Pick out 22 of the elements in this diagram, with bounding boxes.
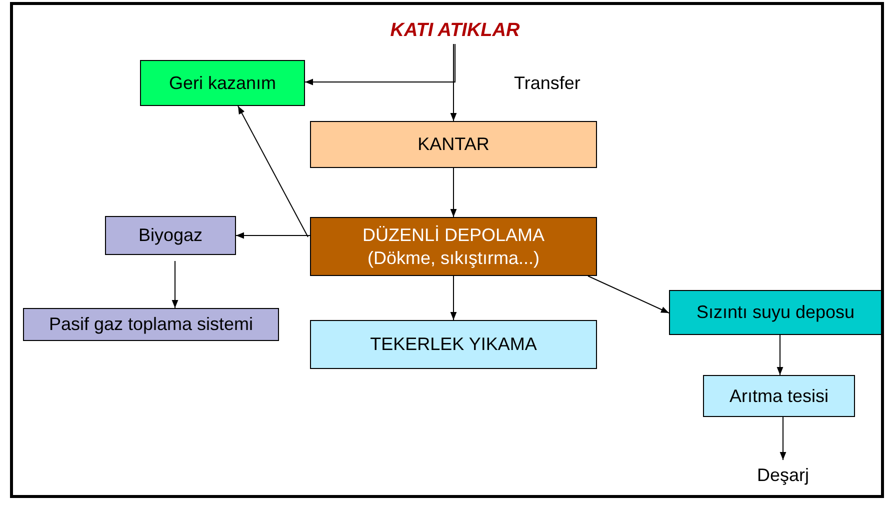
process-box: TEKERLEK YIKAMA: [310, 320, 597, 369]
arrow: [780, 416, 786, 460]
arrow: [776, 334, 784, 376]
process-box: Arıtma tesisi: [703, 375, 855, 417]
process-box: Geri kazanım: [140, 60, 305, 106]
process-box: KANTAR: [310, 121, 597, 168]
arrow: [172, 260, 178, 308]
arrow: [236, 232, 310, 239]
box-subtitle: (Dökme, sıkıştırma...): [367, 246, 540, 269]
process-box: Pasif gaz toplama sistemi: [23, 308, 279, 341]
box-heading: DÜZENLİ DEPOLAMA: [362, 224, 545, 246]
title-text: KATI ATIKLAR: [370, 18, 540, 44]
arrow: [238, 106, 308, 238]
flow-label: Transfer: [514, 72, 580, 95]
arrow: [588, 276, 670, 314]
arrow: [450, 276, 457, 320]
output-text: Deşarj: [740, 460, 826, 490]
arrow: [450, 168, 457, 218]
arrow: [450, 44, 457, 122]
process-box: Sızıntı suyu deposu: [669, 290, 882, 335]
arrow: [304, 44, 456, 86]
process-box: Biyogaz: [105, 216, 236, 255]
